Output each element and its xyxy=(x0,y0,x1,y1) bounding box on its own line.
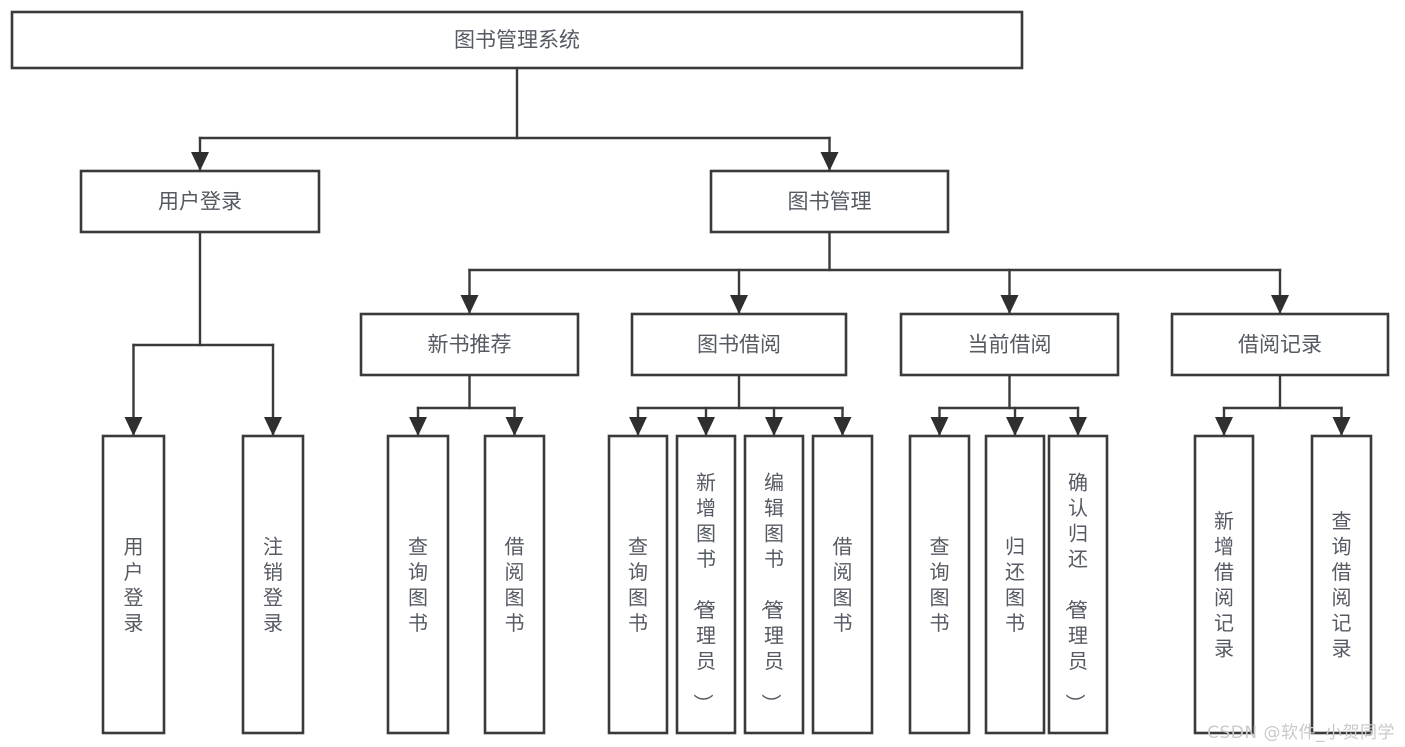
node-label-leaf-edit-book: 编辑图书（管理员） xyxy=(759,471,784,714)
arrow-head-icon xyxy=(820,152,839,171)
node-label-leaf-query-record: 查询借阅记录 xyxy=(1332,509,1352,661)
node-box-leaf-query-book-1 xyxy=(386,434,450,735)
connector-group-book-borrow xyxy=(629,373,852,437)
node-book-manage[interactable]: 图书管理 xyxy=(709,169,950,234)
arrow-head-icon xyxy=(833,417,852,436)
arrow-head-icon xyxy=(629,417,647,436)
node-box-user-login xyxy=(79,169,321,234)
node-box-leaf-user-login xyxy=(101,434,166,735)
node-current-borrow[interactable]: 当前借阅 xyxy=(899,312,1120,377)
arrow-head-icon xyxy=(124,417,143,436)
edges-layer xyxy=(124,66,1351,437)
node-box-book-borrow xyxy=(630,312,848,377)
node-root[interactable]: 图书管理系统 xyxy=(10,10,1024,70)
node-leaf-query-book-3[interactable]: 查询图书 xyxy=(908,434,971,735)
connector-group-borrow-record xyxy=(1215,373,1351,437)
node-box-leaf-confirm-return xyxy=(1047,434,1109,735)
node-label-current-borrow: 当前借阅 xyxy=(968,333,1052,357)
node-leaf-borrow-book-1[interactable]: 借阅图书 xyxy=(483,434,546,735)
node-box-leaf-query-book-3 xyxy=(908,434,971,735)
arrow-head-icon xyxy=(1069,417,1087,436)
node-label-book-borrow: 图书借阅 xyxy=(697,333,781,357)
node-leaf-confirm-return[interactable]: 确认归还（管理员） xyxy=(1047,434,1109,735)
node-label-leaf-add-book: 新增图书（管理员） xyxy=(691,471,716,714)
arrow-head-icon xyxy=(1000,295,1019,314)
node-box-leaf-borrow-book-1 xyxy=(483,434,546,735)
connector-group-root xyxy=(191,66,839,172)
node-leaf-logout[interactable]: 注销登录 xyxy=(241,434,305,735)
node-label-new-book-recommend: 新书推荐 xyxy=(428,333,512,357)
arrow-head-icon xyxy=(460,295,479,314)
arrow-head-icon xyxy=(1271,295,1289,314)
node-book-borrow[interactable]: 图书借阅 xyxy=(630,312,848,377)
arrow-head-icon xyxy=(264,417,282,436)
node-box-leaf-edit-book xyxy=(743,434,805,735)
node-label-leaf-query-book-1: 查询图书 xyxy=(408,534,428,635)
node-label-leaf-borrow-book-1: 借阅图书 xyxy=(505,534,525,635)
node-leaf-user-login[interactable]: 用户登录 xyxy=(101,434,166,735)
node-box-root xyxy=(10,10,1024,70)
node-label-leaf-confirm-return: 确认归还（管理员） xyxy=(1063,471,1088,714)
node-label-leaf-user-login: 用户登录 xyxy=(124,534,144,635)
node-box-borrow-record xyxy=(1170,312,1390,377)
arrow-head-icon xyxy=(409,417,427,436)
nodes-layer: 图书管理系统用户登录图书管理新书推荐图书借阅当前借阅借阅记录用户登录注销登录查询… xyxy=(10,10,1390,735)
node-leaf-add-book[interactable]: 新增图书（管理员） xyxy=(675,434,737,735)
node-label-leaf-query-book-3: 查询图书 xyxy=(930,534,950,635)
arrow-head-icon xyxy=(765,417,783,436)
node-borrow-record[interactable]: 借阅记录 xyxy=(1170,312,1390,377)
arrow-head-icon xyxy=(697,417,715,436)
connector-group-current-borrow xyxy=(930,373,1087,437)
node-label-leaf-borrow-book-2: 借阅图书 xyxy=(833,534,853,635)
node-label-root: 图书管理系统 xyxy=(454,28,580,52)
node-label-leaf-query-book-2: 查询图书 xyxy=(628,534,648,635)
connector-group-new-book-recommend xyxy=(409,373,524,437)
node-box-leaf-add-book xyxy=(675,434,737,735)
node-leaf-borrow-book-2[interactable]: 借阅图书 xyxy=(811,434,874,735)
arrow-head-icon xyxy=(1006,417,1024,436)
node-label-book-manage: 图书管理 xyxy=(788,190,872,214)
node-new-book-recommend[interactable]: 新书推荐 xyxy=(359,312,580,377)
node-label-user-login: 用户登录 xyxy=(158,190,242,214)
node-box-leaf-query-book-2 xyxy=(607,434,669,735)
node-box-leaf-add-record xyxy=(1193,434,1255,735)
node-box-current-borrow xyxy=(899,312,1120,377)
node-label-leaf-add-record: 新增借阅记录 xyxy=(1214,509,1234,661)
node-label-leaf-logout: 注销登录 xyxy=(263,534,283,635)
node-box-leaf-query-record xyxy=(1310,434,1373,735)
node-box-leaf-logout xyxy=(241,434,305,735)
node-label-leaf-return-book: 归还图书 xyxy=(1005,534,1025,635)
node-leaf-query-book-2[interactable]: 查询图书 xyxy=(607,434,669,735)
connector-group-book-manage xyxy=(460,230,1289,315)
node-box-book-manage xyxy=(709,169,950,234)
node-box-leaf-borrow-book-2 xyxy=(811,434,874,735)
node-box-leaf-return-book xyxy=(984,434,1046,735)
node-leaf-query-record[interactable]: 查询借阅记录 xyxy=(1310,434,1373,735)
node-leaf-edit-book[interactable]: 编辑图书（管理员） xyxy=(743,434,805,735)
arrow-head-icon xyxy=(191,152,209,171)
node-label-borrow-record: 借阅记录 xyxy=(1238,333,1322,357)
arrow-head-icon xyxy=(730,295,748,314)
node-user-login[interactable]: 用户登录 xyxy=(79,169,321,234)
node-leaf-query-book-1[interactable]: 查询图书 xyxy=(386,434,450,735)
arrow-head-icon xyxy=(1215,417,1233,436)
node-box-new-book-recommend xyxy=(359,312,580,377)
connector-group-user-login xyxy=(124,230,282,437)
arrow-head-icon xyxy=(505,417,524,436)
node-leaf-add-record[interactable]: 新增借阅记录 xyxy=(1193,434,1255,735)
arrow-head-icon xyxy=(930,417,949,436)
arrow-head-icon xyxy=(1332,417,1351,436)
node-leaf-return-book[interactable]: 归还图书 xyxy=(984,434,1046,735)
